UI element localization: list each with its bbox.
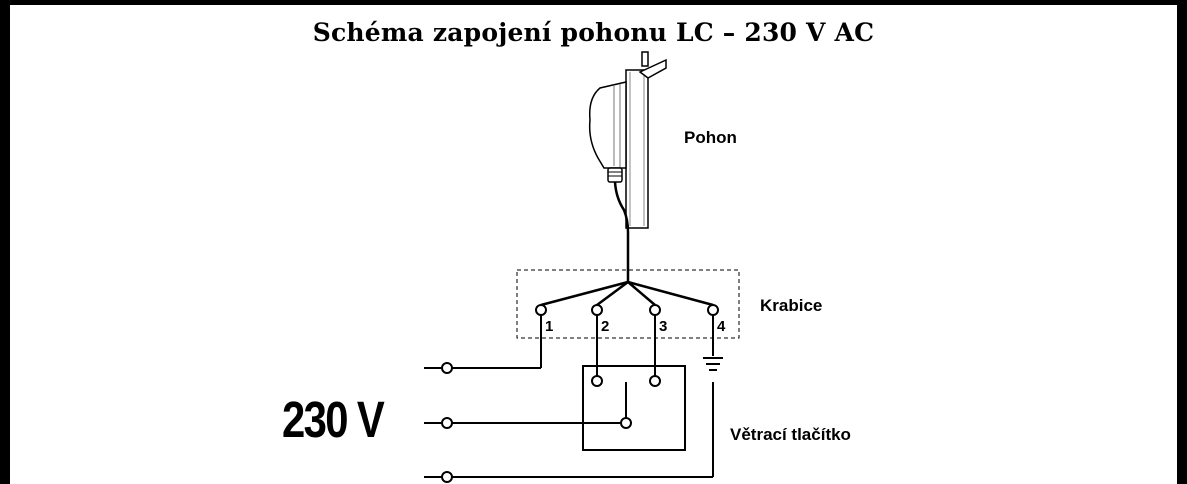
- terminal-3-circle: [649, 304, 661, 316]
- terminal-3-label: 3: [659, 318, 668, 335]
- ground-symbol: [703, 357, 723, 371]
- diagram-title: Schéma zapojení pohonu LC – 230 V AC: [312, 18, 875, 47]
- vent-button-label: Větrací tlačítko: [730, 425, 851, 444]
- supply-terminals: [441, 362, 453, 483]
- actuator-drawing: [588, 51, 667, 282]
- terminal-circles: [535, 304, 719, 316]
- supply-terminal-bottom: [441, 471, 453, 483]
- switch-contacts: [591, 375, 661, 429]
- junction-box-outline: [516, 269, 740, 339]
- actuator-label: Pohon: [684, 128, 737, 147]
- junction-box-label: Krabice: [760, 296, 823, 315]
- terminal-2-label: 2: [601, 318, 610, 335]
- vent-button-box: [582, 365, 686, 451]
- supply-terminal-top: [441, 362, 453, 374]
- wiring: [424, 315, 714, 478]
- supply-terminal-middle: [441, 417, 453, 429]
- terminal-1-circle: [535, 304, 547, 316]
- terminal-4-label: 4: [717, 318, 726, 335]
- terminal-2-circle: [591, 304, 603, 316]
- supply-voltage-label: 230 V: [282, 391, 385, 448]
- cable-fanout: [540, 280, 714, 307]
- terminal-4-circle: [707, 304, 719, 316]
- terminal-1-label: 1: [545, 318, 554, 335]
